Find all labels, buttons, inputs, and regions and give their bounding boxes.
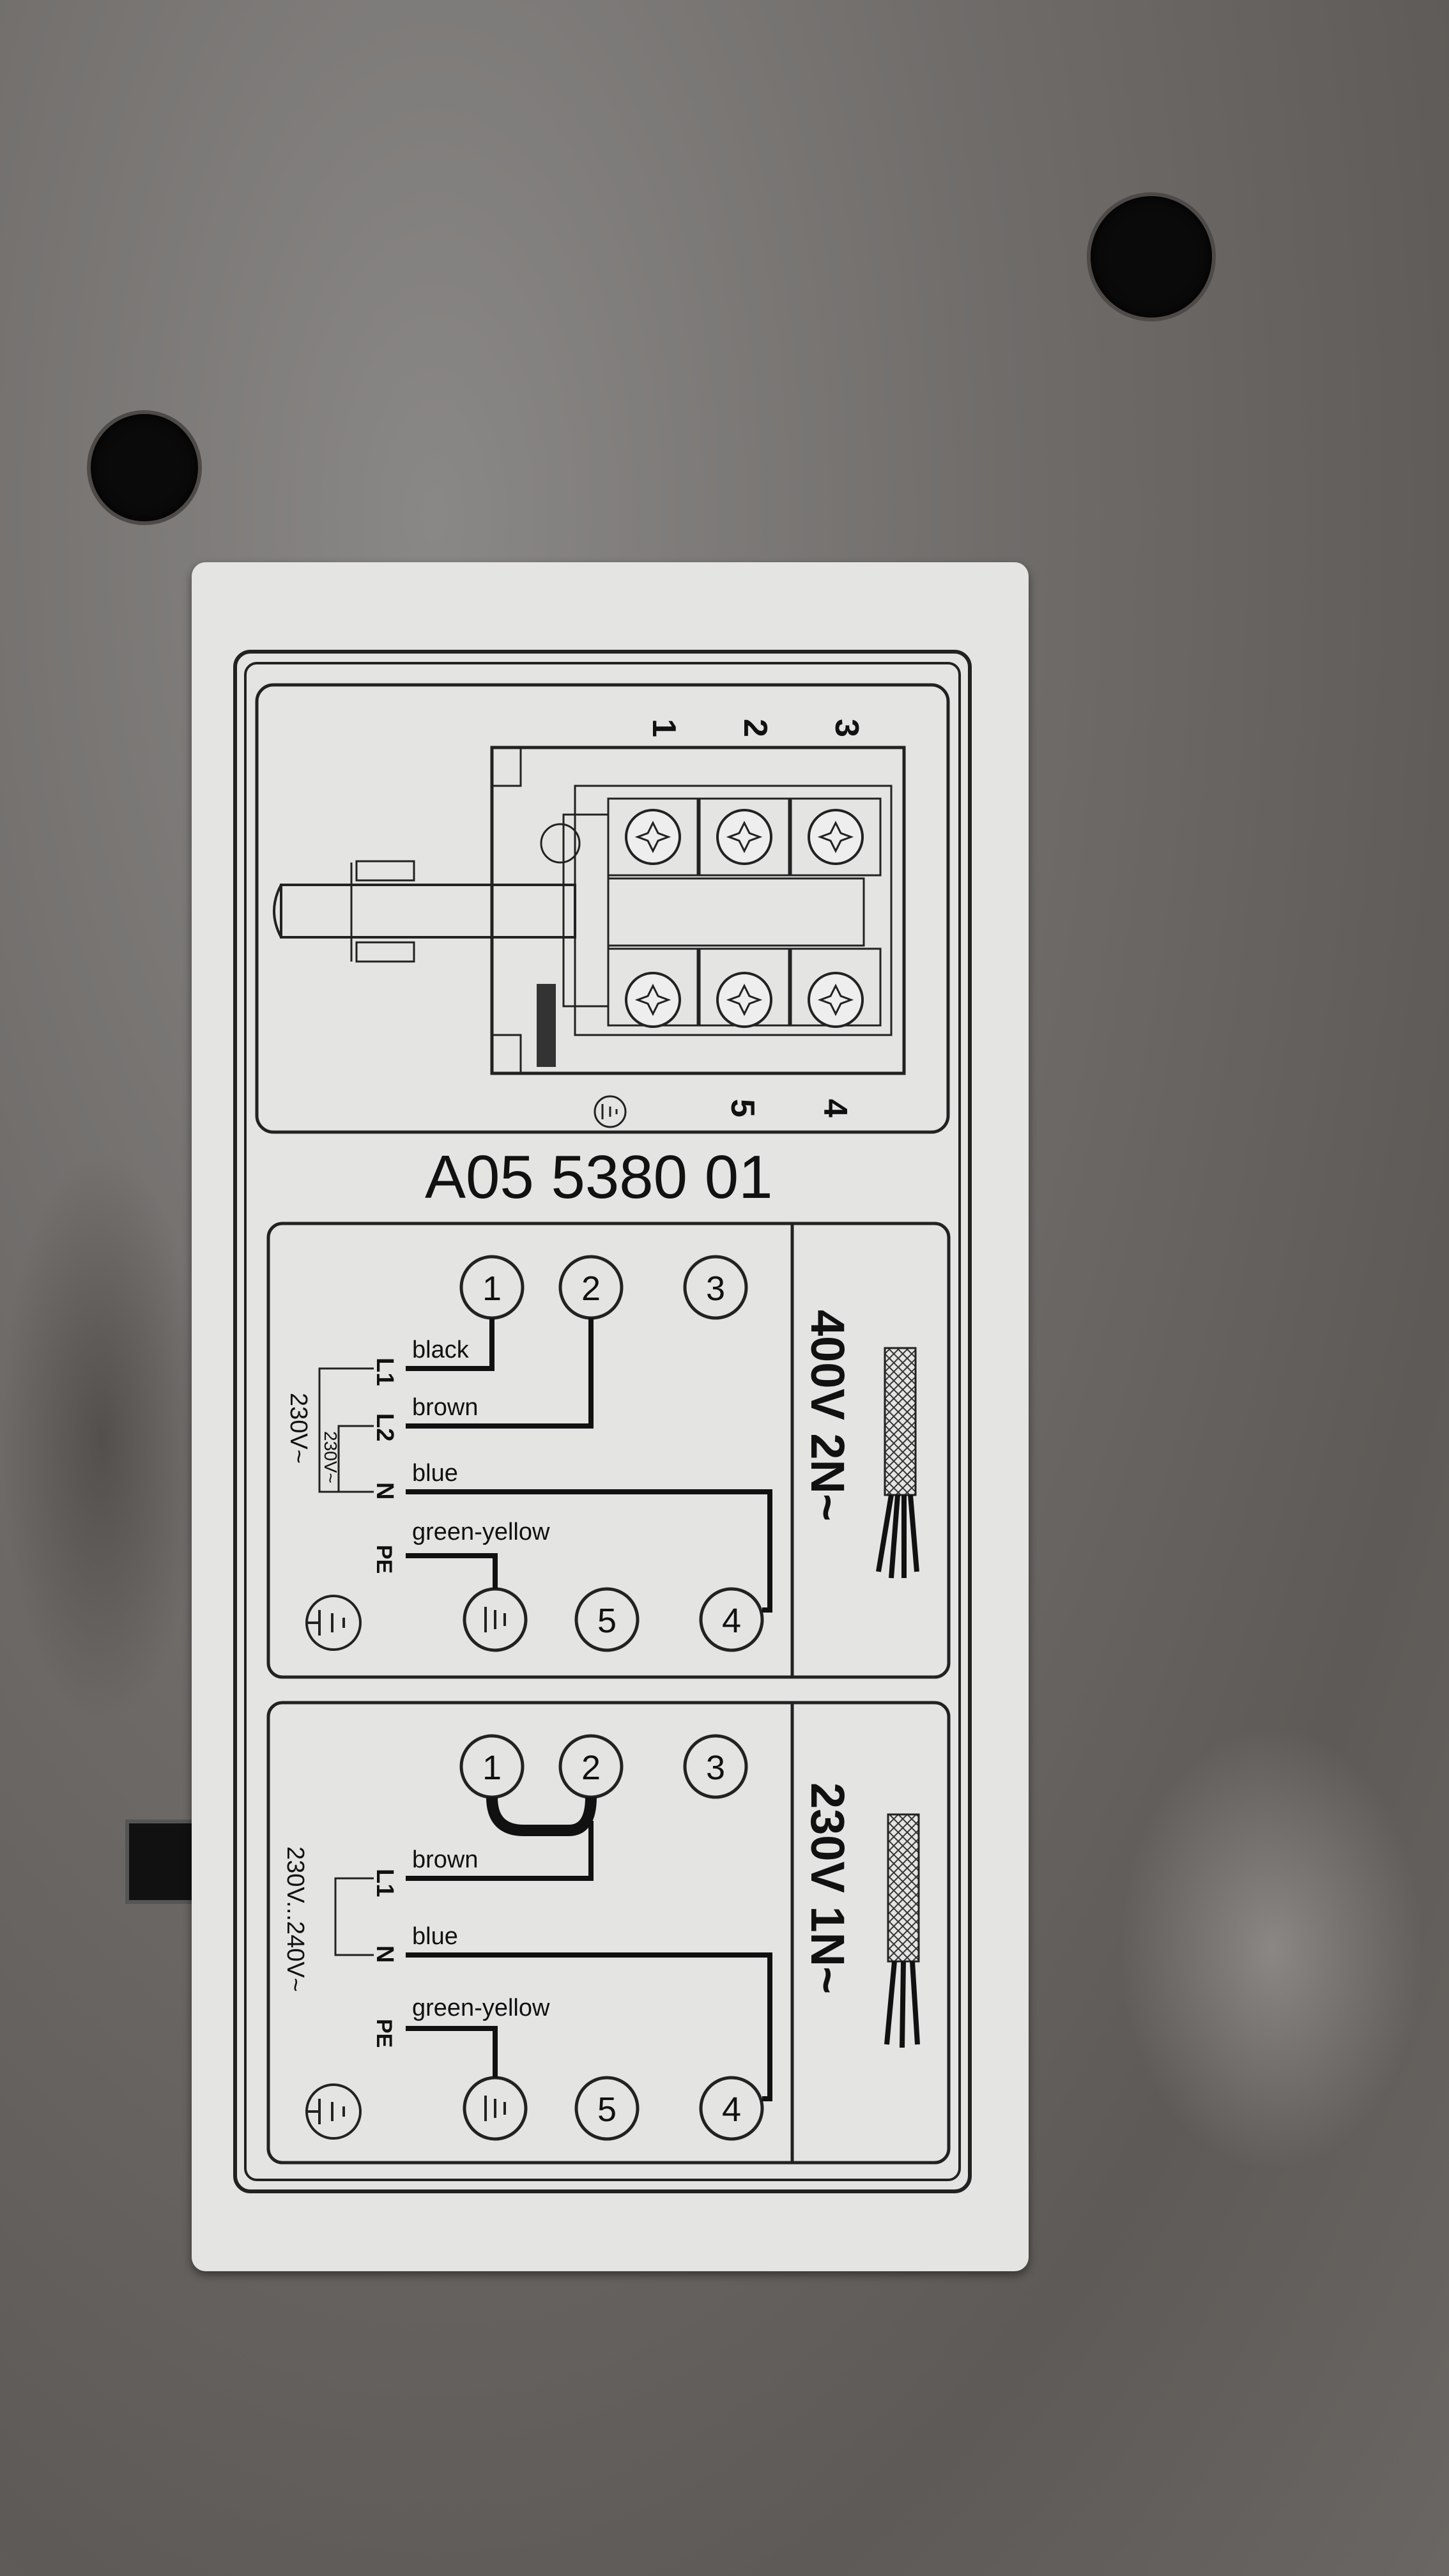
- terminal-number-3: 3: [828, 719, 865, 737]
- t400-cond-PE: PE: [372, 1545, 396, 1574]
- screw-bottom-earth: [607, 947, 699, 1028]
- t400-cond-L2: L2: [371, 1413, 398, 1441]
- terminal-block-panel: 1 2 3 5 4: [255, 683, 950, 1134]
- t400-wire-black: black: [412, 1337, 470, 1363]
- metal-highlight: [1118, 1725, 1425, 2172]
- t230-terminal-5: 5: [597, 2090, 617, 2129]
- mounting-hole-right: [1091, 196, 1212, 318]
- t400-terminal-2: 2: [581, 1269, 601, 1308]
- earth-symbol-block: [594, 1095, 627, 1128]
- wiring-diagram: 1 2 3 5 4 A05 5380 01 1 2 3 5 4: [233, 650, 972, 2193]
- model-code: A05 5380 01: [425, 1143, 773, 1211]
- t400-terminal-5: 5: [597, 1602, 617, 1640]
- t400-terminal-4: 4: [722, 1602, 741, 1640]
- terminal-number-2: 2: [737, 719, 774, 737]
- t230-earth-symbol: [305, 2083, 362, 2140]
- config-400v-panel: 1 2 3 5 4 black brown blue green-yellow …: [266, 1222, 951, 1679]
- screw-bottom-4: [790, 947, 882, 1028]
- cable-icon-400v: [876, 1347, 919, 1579]
- cable-icon-230v: [884, 1813, 920, 2048]
- terminal-number-4: 4: [816, 1099, 854, 1117]
- t230-terminal-4: 4: [722, 2090, 741, 2129]
- t230-terminal-2: 2: [581, 1749, 601, 1787]
- config-230v-panel: 1 2 3 5 4 brown blue green-yellow L1 N P…: [266, 1701, 951, 2165]
- t230-cond-L1: L1: [371, 1869, 398, 1897]
- t400-voltage-outer: 230V~: [285, 1393, 312, 1464]
- terminal-number-5: 5: [724, 1099, 761, 1117]
- t400-wire-brown: brown: [412, 1394, 479, 1421]
- t400-cond-L1: L1: [371, 1358, 398, 1386]
- t230-title: 230V 1N~: [801, 1782, 854, 1994]
- t230-wire-blue: blue: [412, 1923, 458, 1950]
- terminal-number-1: 1: [645, 719, 682, 737]
- t230-terminal-1: 1: [482, 1749, 502, 1787]
- t400-cond-N: N: [371, 1482, 398, 1499]
- screw-bottom-5: [698, 947, 790, 1028]
- mounting-hole-left: [91, 414, 198, 521]
- t400-earth-symbol: [305, 1595, 362, 1651]
- t400-terminal-3: 3: [706, 1269, 725, 1308]
- screw-top-2: [698, 797, 790, 877]
- t400-wire-blue: blue: [412, 1460, 458, 1487]
- t400-voltage-inner: 230V~: [321, 1431, 341, 1483]
- t230-wire-green-yellow: green-yellow: [412, 1995, 550, 2021]
- screw-top-3: [790, 797, 882, 877]
- t400-title: 400V 2N~: [801, 1310, 854, 1521]
- t400-terminal-1: 1: [482, 1269, 502, 1308]
- t230-cond-N: N: [371, 1945, 398, 1963]
- screw-top-1: [607, 797, 699, 877]
- wiring-label: 1 2 3 5 4 A05 5380 01 1 2 3 5 4: [192, 562, 1029, 2271]
- t400-wire-green-yellow: green-yellow: [412, 1519, 550, 1545]
- t230-wire-brown: brown: [412, 1846, 479, 1873]
- t230-cond-PE: PE: [372, 2019, 396, 2048]
- t230-voltage: 230V...240V~: [282, 1846, 309, 1992]
- metal-shadow: [0, 1150, 204, 1725]
- t230-terminal-3: 3: [706, 1749, 725, 1787]
